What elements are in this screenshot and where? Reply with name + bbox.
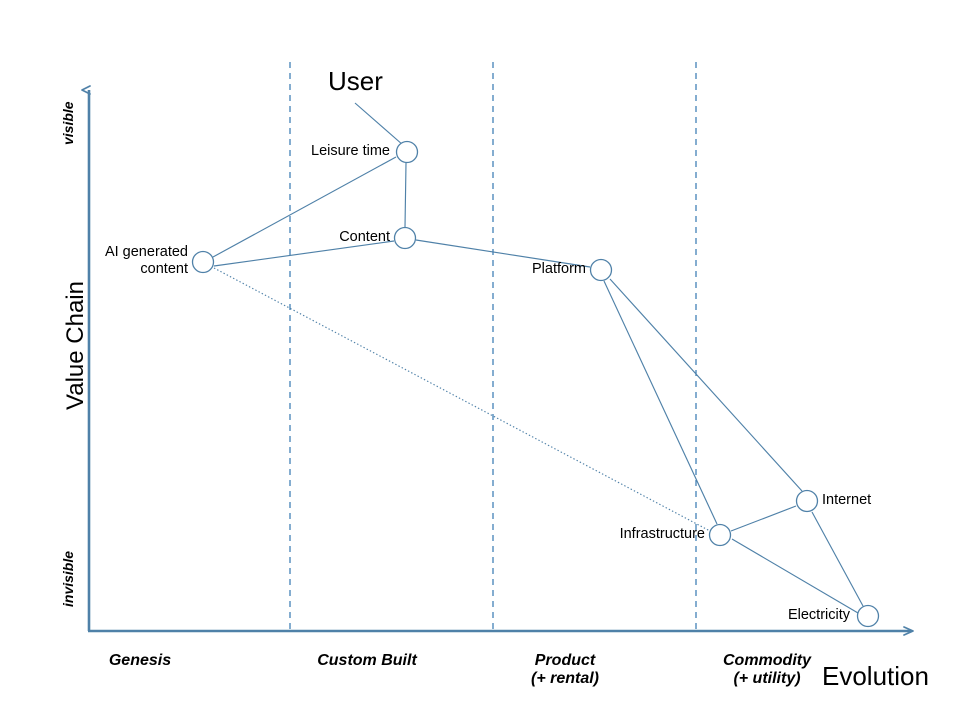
x-axis-title: Evolution	[822, 661, 929, 691]
visibility-label-invisible: invisible	[60, 550, 76, 607]
node-content[interactable]	[393, 226, 417, 250]
node-label-leisure-time[interactable]: Leisure time	[311, 143, 390, 159]
map-nodes	[191, 140, 880, 628]
node-label-internet[interactable]: Internet	[822, 492, 872, 508]
stage-label-custom-built: Custom Built	[317, 652, 417, 669]
link-content-to-ai-generated-content	[213, 240, 395, 267]
stage-label-commodity: Commodity (+ utility)	[723, 652, 811, 688]
node-leisure-time[interactable]	[395, 140, 419, 164]
node-label-platform[interactable]: Platform	[532, 261, 586, 277]
link-platform-to-internet	[609, 278, 803, 492]
evolution-gridlines	[289, 62, 697, 631]
anchor-label-user[interactable]: User	[328, 66, 383, 96]
link-platform-to-infrastructure	[603, 280, 718, 525]
y-axis-title: Value Chain	[62, 281, 89, 410]
stage-label-product: Product (+ rental)	[530, 652, 599, 688]
stage-label-genesis: Genesis	[108, 652, 172, 669]
node-ai-generated-content[interactable]	[191, 250, 215, 274]
visibility-label-visible: visible	[60, 101, 76, 145]
node-electricity[interactable]	[856, 604, 880, 628]
node-label-infrastructure[interactable]: Infrastructure	[619, 526, 705, 542]
node-internet[interactable]	[795, 489, 819, 513]
link-leisure-time-to-content	[404, 162, 407, 228]
node-label-ai-generated-content[interactable]: AI generated content	[104, 244, 188, 277]
link-internet-to-electricity	[811, 511, 864, 607]
map-links	[212, 102, 864, 614]
link-user-to-leisure-time	[354, 102, 404, 146]
link-infrastructure-to-electricity	[731, 538, 859, 614]
node-infrastructure[interactable]	[708, 523, 732, 547]
node-label-content[interactable]: Content	[339, 229, 390, 245]
link-leisure-time-to-ai-generated-content	[212, 156, 397, 258]
node-platform[interactable]	[589, 258, 613, 282]
link-content-to-platform	[415, 239, 591, 268]
link-infrastructure-to-internet	[730, 505, 797, 532]
node-label-electricity[interactable]: Electricity	[787, 607, 850, 623]
axes	[81, 85, 914, 636]
